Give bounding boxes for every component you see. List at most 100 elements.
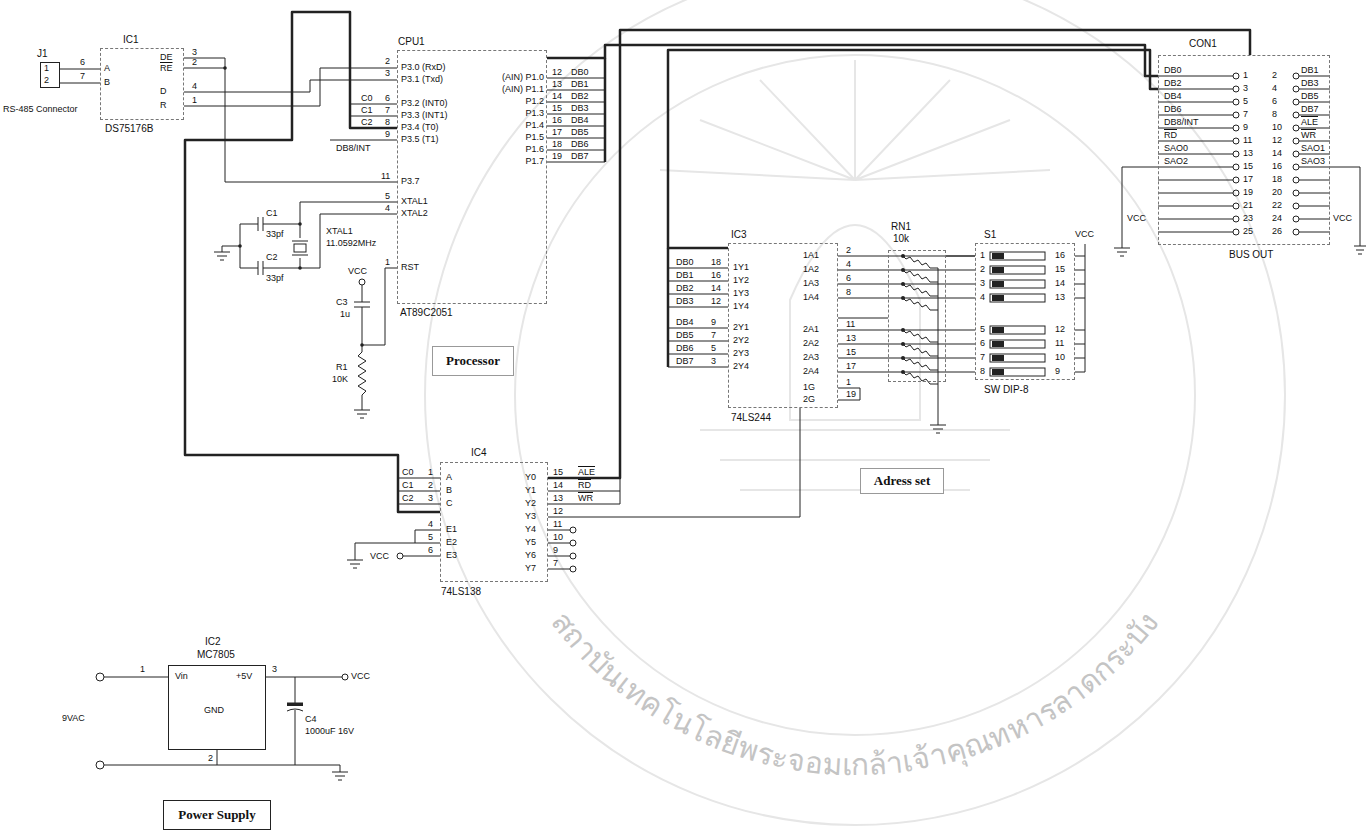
pin-label: P3.5 (T1): [401, 134, 439, 144]
pin-label: 18: [1272, 174, 1282, 184]
component-symbol: [990, 252, 1045, 260]
pin-label: 3: [385, 68, 390, 78]
pin-label: 1Y4: [733, 301, 749, 311]
pin-label: 20: [1272, 187, 1282, 197]
pin-label: C1: [266, 208, 278, 218]
pin-label: 2: [846, 245, 851, 255]
pin-label: RD: [578, 480, 591, 490]
component-symbol: [990, 294, 1045, 302]
circuit-wire: [700, 430, 1010, 490]
pin-terminal: [901, 282, 905, 286]
wire-connector: [838, 318, 888, 319]
pin-label: DB5: [1301, 91, 1319, 101]
component-symbol: [992, 355, 1004, 361]
pin-terminal: [1233, 125, 1239, 131]
pin-label: C0: [402, 467, 414, 477]
pin-label: DB7: [676, 356, 694, 366]
pin-label: DB3: [1301, 78, 1319, 88]
part-designator: CPU1: [398, 36, 425, 48]
pin-terminal: [1293, 112, 1299, 118]
pin-label: 16: [711, 270, 721, 280]
pin-terminal: [238, 244, 242, 248]
pin-label: 1: [980, 250, 985, 260]
pin-label: DB6: [571, 139, 589, 149]
pin-label: 6: [385, 93, 390, 103]
pin-terminal: [223, 66, 227, 70]
part-designator: IC4: [471, 447, 487, 459]
pin-label: 24: [1272, 213, 1282, 223]
pin-label: P3.1 (Txd): [401, 74, 443, 84]
pin-label: C2: [361, 117, 373, 127]
pin-label: RE: [160, 63, 173, 73]
circuit-wire: [548, 530, 570, 569]
circuit-wire: [1075, 244, 1085, 372]
pin-terminal: [96, 761, 104, 769]
pin-label: 9: [1243, 122, 1248, 132]
pin-label: 2Y4: [733, 361, 749, 371]
pin-label: 2: [385, 56, 390, 66]
pin-label: VCC: [1075, 229, 1094, 239]
pin-terminal: [901, 254, 905, 258]
pin-label: E3: [446, 550, 457, 560]
pin-label: 12: [1055, 324, 1065, 334]
component-symbol: [992, 369, 1004, 375]
component-symbol: [990, 280, 1045, 288]
pin-terminal: [1233, 151, 1239, 157]
pin-terminal: [1293, 86, 1299, 92]
pin-label: 4: [192, 81, 197, 91]
pin-label: A: [446, 472, 452, 482]
pin-label: DB4: [1164, 91, 1182, 101]
pin-label: 10: [1272, 122, 1282, 132]
pin-label: 1Y1: [733, 262, 749, 272]
pin-terminal: [298, 266, 302, 270]
pin-label: 19: [846, 389, 856, 399]
circuit-wire: [354, 410, 370, 418]
pin-label: 6: [846, 273, 851, 283]
pin-label: SAO1: [1301, 143, 1325, 153]
pin-label: 8: [385, 117, 390, 127]
wire-connector: [946, 256, 975, 257]
circuit-wire: [184, 58, 397, 182]
pin-label: B: [104, 77, 110, 87]
pin-label: 33pf: [266, 273, 284, 283]
circuit-wire: [223, 66, 1004, 706]
pin-label: 6: [80, 57, 85, 67]
pin-terminal: [1233, 73, 1239, 79]
pin-label: 1G: [803, 382, 815, 392]
circuit-wire: [1114, 167, 1158, 256]
pin-label: 22: [1272, 200, 1282, 210]
pin-label: 2A2: [803, 338, 819, 348]
pin-label: 2Y2: [733, 335, 749, 345]
pin-label: 2: [192, 57, 197, 67]
pin-label: 11: [553, 519, 562, 529]
pin-label: 3: [1243, 83, 1248, 93]
pin-label: 2: [208, 753, 213, 763]
pin-label: 2G: [803, 394, 815, 404]
circuit-wire: [60, 83, 100, 84]
pin-label: 1: [192, 95, 197, 105]
pin-label: 1u: [340, 309, 350, 319]
component-symbol: [992, 327, 1004, 333]
pin-label: R: [160, 100, 167, 110]
pin-label: 3: [428, 493, 433, 503]
component-symbol: [990, 326, 1045, 334]
pin-terminal: [901, 296, 905, 300]
pin-label: RD: [1164, 130, 1177, 140]
pin-label: WR: [578, 493, 593, 503]
pin-label: 7: [553, 558, 558, 568]
pin-label: 2: [1272, 70, 1277, 80]
pin-terminal: [96, 673, 104, 681]
pin-label: 1: [140, 664, 145, 674]
component-symbol: [990, 266, 1045, 274]
part-designator: Adress set: [874, 473, 930, 489]
pin-label: 16: [552, 115, 562, 125]
pin-label: XTAL1: [326, 226, 353, 236]
circuit-wire: [1158, 76, 1233, 232]
pin-label: SAO3: [1301, 156, 1325, 166]
pin-label: 8: [846, 287, 851, 297]
pin-label: D: [160, 86, 167, 96]
pin-label: 17: [1243, 174, 1253, 184]
pin-label: E1: [446, 524, 457, 534]
component-symbol: [990, 368, 1045, 376]
